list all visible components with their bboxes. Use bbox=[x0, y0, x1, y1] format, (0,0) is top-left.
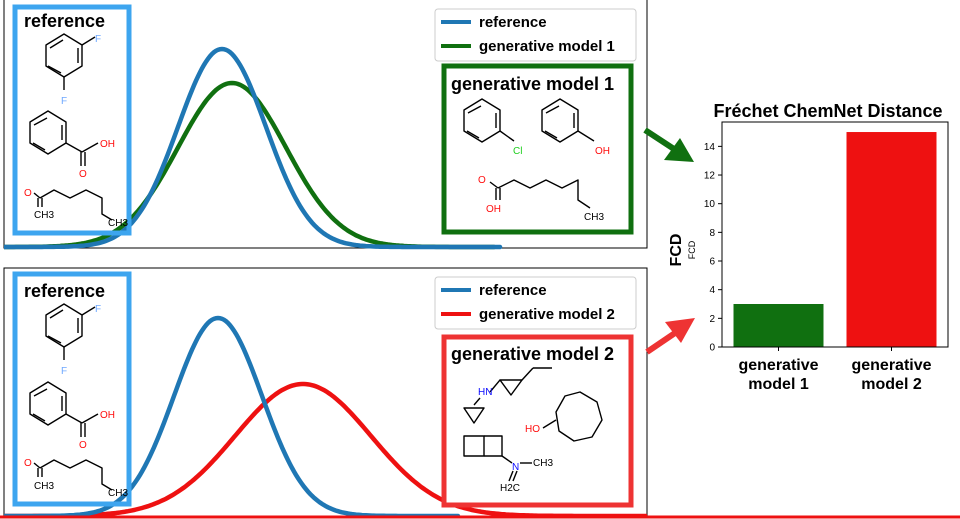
chart-ylabel-small: FCD bbox=[687, 240, 697, 259]
molecule-pentanoic-acid: O OH CH3 bbox=[478, 175, 604, 223]
bar-1 bbox=[733, 304, 824, 347]
fluorine-label: F bbox=[95, 34, 101, 45]
oxygen-label: O bbox=[24, 458, 32, 469]
molecule-difluorobenzene: F F bbox=[45, 303, 101, 377]
x-category-label: model 1 bbox=[748, 376, 809, 393]
arrow-head-red-icon bbox=[665, 318, 695, 343]
y-tick-label: 12 bbox=[704, 171, 716, 182]
y-tick-label: 10 bbox=[704, 199, 716, 210]
molecule-benzoic-acid: OH O bbox=[29, 381, 115, 451]
bottom-reference-frame bbox=[12, 271, 132, 507]
molecule-chlorobenzene: Cl bbox=[463, 98, 522, 157]
top-reference-box: reference F F OH O bbox=[12, 4, 132, 236]
oxygen-label: O bbox=[79, 169, 87, 180]
fluorine-label: F bbox=[95, 304, 101, 315]
hydroxyl-label: HO bbox=[525, 424, 540, 435]
top-reference-frame bbox=[12, 4, 132, 236]
top-panel: reference generative model 1 reference F… bbox=[3, 0, 648, 250]
model1-box: generative model 1 Cl OH O bbox=[441, 63, 634, 235]
molecule-difluorobenzene: F F bbox=[45, 33, 101, 107]
y-tick-label: 8 bbox=[709, 228, 715, 239]
bottom-reference-box: reference F F OH O bbox=[12, 271, 132, 507]
methyl-label: CH3 bbox=[34, 210, 54, 221]
molecule-heptanone: O CH3 CH3 bbox=[24, 188, 128, 229]
bottom-legend-frame bbox=[434, 276, 637, 330]
legend-label-model2: generative model 2 bbox=[479, 306, 615, 323]
model1-frame bbox=[441, 63, 634, 235]
bottom-reference-title: reference bbox=[24, 281, 105, 301]
hydroxyl-label: OH bbox=[486, 204, 501, 215]
reference-distribution-curve-top bbox=[4, 46, 503, 250]
methyl-label: CH3 bbox=[34, 481, 54, 492]
y-tick-label: 4 bbox=[709, 285, 715, 296]
arrow-top-to-chart bbox=[643, 127, 694, 162]
bottom-legend: reference generative model 2 bbox=[434, 276, 637, 330]
chlorine-label: Cl bbox=[513, 146, 522, 157]
chart-ylabel: FCD bbox=[668, 234, 685, 267]
y-tick-label: 0 bbox=[709, 343, 715, 354]
fluorine-label: F bbox=[61, 96, 67, 107]
hydroxyl-label: OH bbox=[595, 146, 610, 157]
x-category-label: generative bbox=[738, 357, 818, 374]
fluorine-label: F bbox=[61, 366, 67, 377]
oxygen-label: O bbox=[79, 440, 87, 451]
methyl-label: CH3 bbox=[533, 458, 553, 469]
bottom-panel: reference generative model 2 reference F… bbox=[0, 267, 960, 519]
chart-plot-frame bbox=[721, 121, 949, 348]
arrow-head-green-icon bbox=[664, 138, 694, 162]
hydroxyl-label: OH bbox=[100, 410, 115, 421]
nitrogen-label: N bbox=[512, 462, 519, 473]
top-legend-frame bbox=[434, 8, 637, 62]
hydroxyl-label: OH bbox=[100, 139, 115, 150]
top-legend: reference generative model 1 bbox=[434, 8, 637, 62]
methylene-label: H2C bbox=[500, 483, 520, 494]
chart-x-labels: generative model 1 generative model 2 bbox=[738, 347, 932, 393]
legend-label-model1: generative model 1 bbox=[479, 38, 615, 55]
molecule-phenol: OH bbox=[541, 98, 610, 157]
x-category-label: model 2 bbox=[861, 376, 922, 393]
model2-box-title: generative model 2 bbox=[451, 344, 614, 364]
molecule-cyclopropylamine: HN bbox=[463, 367, 552, 424]
model1-box-title: generative model 1 bbox=[451, 74, 614, 94]
molecule-heptanone: O CH3 CH3 bbox=[24, 458, 128, 499]
chart-y-ticks: 0 2 4 6 8 10 12 14 bbox=[704, 142, 722, 354]
x-category-label: generative bbox=[851, 357, 931, 374]
legend-label-reference: reference bbox=[479, 14, 547, 31]
model2-box: generative model 2 HN HO bbox=[441, 334, 634, 508]
chart-title: Fréchet ChemNet Distance bbox=[713, 101, 942, 121]
arrow-bottom-to-chart bbox=[645, 318, 695, 355]
legend-label-reference: reference bbox=[479, 282, 547, 299]
methyl-label: CH3 bbox=[108, 488, 128, 499]
oxygen-label: O bbox=[478, 175, 486, 186]
chart-bars bbox=[733, 132, 937, 347]
y-tick-label: 14 bbox=[704, 142, 716, 153]
fcd-bar-chart: Fréchet ChemNet Distance FCD FCD 0 2 4 6 8 10… bbox=[668, 101, 949, 393]
oxygen-label: O bbox=[24, 188, 32, 199]
y-tick-label: 6 bbox=[709, 257, 715, 268]
molecule-cycloheptanol: HO bbox=[525, 391, 603, 442]
molecule-benzoic-acid: OH O bbox=[29, 110, 115, 180]
methyl-label: CH3 bbox=[108, 218, 128, 229]
amine-label: HN bbox=[478, 387, 492, 398]
bar-2 bbox=[846, 132, 937, 347]
top-reference-title: reference bbox=[24, 11, 105, 31]
molecule-bicyclic-imine: N CH3 H2C bbox=[463, 435, 553, 494]
methyl-label: CH3 bbox=[584, 212, 604, 223]
y-tick-label: 2 bbox=[709, 314, 715, 325]
